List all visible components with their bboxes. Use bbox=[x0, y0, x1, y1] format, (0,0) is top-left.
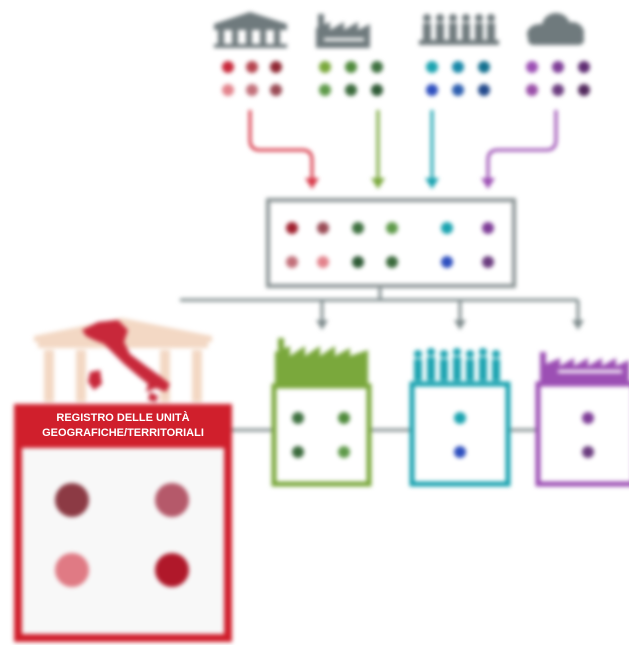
red-arrow bbox=[248, 110, 314, 180]
green-source-dots bbox=[319, 61, 383, 96]
hub-dots bbox=[286, 222, 494, 268]
register-title: REGISTRO DELLE UNITÀ GEOGRAFICHE/TERRITO… bbox=[14, 404, 232, 448]
purple-arrow bbox=[486, 110, 558, 180]
purple-factory-icon bbox=[540, 352, 629, 382]
register-dot bbox=[55, 483, 89, 517]
cloud-icon bbox=[527, 13, 584, 45]
teal-output-unit bbox=[409, 348, 511, 487]
purple-output-unit bbox=[535, 352, 629, 487]
register-dot bbox=[55, 553, 89, 587]
register-card bbox=[14, 318, 232, 642]
integration-hub-box bbox=[266, 198, 516, 288]
teal-crowd-icon bbox=[414, 348, 500, 381]
factory-icon bbox=[316, 14, 370, 48]
building-icon bbox=[214, 12, 287, 48]
green-factory-icon bbox=[275, 338, 368, 388]
green-output-unit bbox=[271, 338, 372, 487]
distribution-lines bbox=[180, 288, 580, 432]
teal-source-dots bbox=[426, 61, 490, 96]
register-title-line2: GEOGRAFICHE/TERRITORIALI bbox=[42, 427, 204, 439]
purple-source-dots bbox=[526, 61, 590, 96]
red-source-dots bbox=[222, 61, 282, 96]
italy-map-icon bbox=[82, 320, 170, 402]
register-title-line1: REGISTRO DELLE UNITÀ bbox=[56, 412, 190, 424]
register-dot bbox=[155, 483, 189, 517]
crowd-icon bbox=[419, 14, 499, 45]
register-dot bbox=[155, 553, 189, 587]
